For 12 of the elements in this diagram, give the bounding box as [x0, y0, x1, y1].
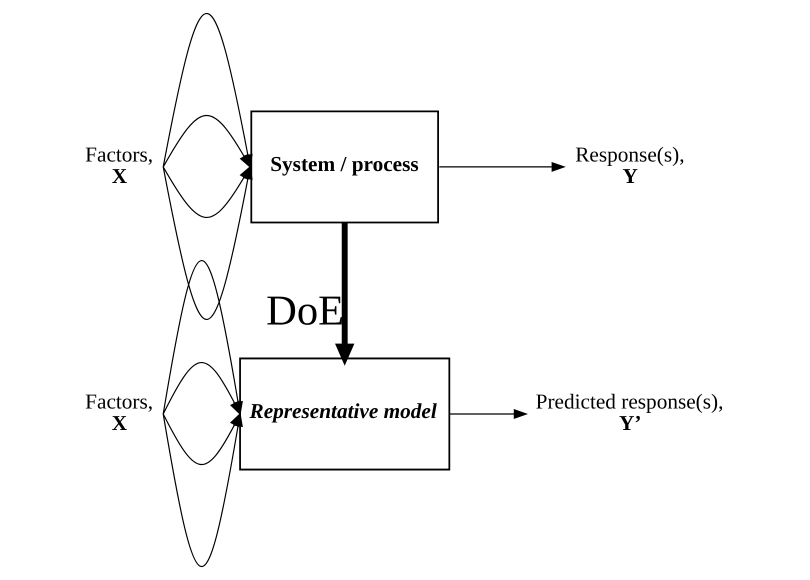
arrow [162, 165, 252, 218]
node-text: Response(s), Y [575, 142, 685, 188]
arrow [162, 412, 241, 465]
edge-label: DoE [266, 288, 344, 335]
node-text: Predicted response(s), Y’ [536, 390, 724, 435]
node-box: System / process [250, 110, 439, 224]
node-text: Factors, X [85, 390, 154, 435]
node-text: Factors, X [85, 142, 154, 188]
node-box: Representative model [239, 358, 450, 470]
arrow [439, 162, 566, 172]
arrow [335, 222, 354, 366]
arrow [449, 409, 528, 419]
